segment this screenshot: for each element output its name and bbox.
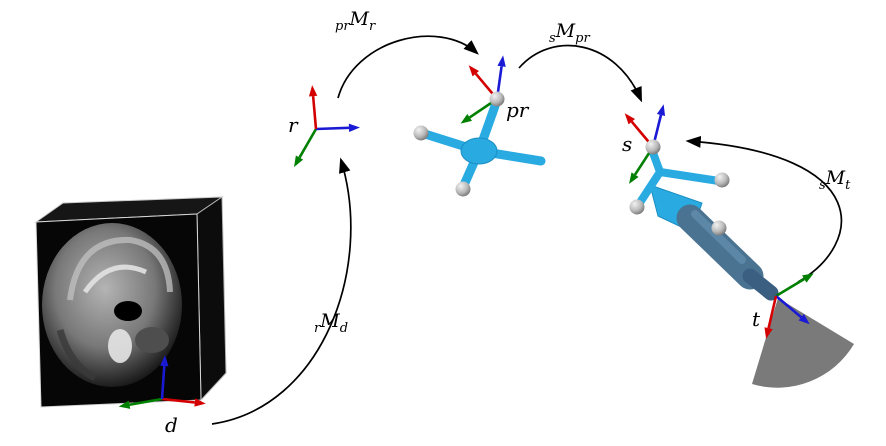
frame-label-r: r (288, 113, 298, 137)
transform-arrow-sMpr (518, 44, 642, 103)
marker-sphere (629, 199, 645, 215)
ultrasound-probe (649, 184, 779, 301)
frame-label-t: t (752, 307, 761, 331)
frame-label-pr: pr (506, 98, 529, 122)
transform-label-sMt: sMt (819, 167, 851, 193)
marker-sphere (413, 125, 429, 141)
transform-arrow-prMr (337, 35, 479, 99)
marker-sphere (455, 181, 471, 197)
mri-volume (34, 196, 227, 408)
probe-body (676, 204, 764, 290)
coordinate-frame-pr (456, 53, 509, 129)
transform-label-prMr: prMr (335, 8, 376, 34)
transform-label-sMpr: sMpr (549, 20, 590, 46)
coordinate-frame-r (289, 83, 362, 171)
marker-pr-hub (460, 137, 498, 165)
frame-label-s: s (622, 132, 633, 156)
marker-sphere (714, 172, 730, 188)
r-red-axis-arrow (306, 83, 322, 131)
frame-label-d: d (165, 413, 178, 437)
probe-highlight (691, 210, 746, 264)
marker-sphere (489, 91, 505, 107)
marker-sphere (645, 139, 661, 155)
brain-slice (42, 223, 182, 387)
transform-arrow-rMd (211, 157, 352, 425)
transform-label-rMd: rMd (314, 310, 349, 336)
t-green-axis-arrow (772, 268, 818, 301)
transform-arrows (211, 35, 842, 425)
coordinate-frame-s (620, 101, 670, 188)
ultrasound-fan (752, 298, 854, 388)
r-blue-axis-arrow (314, 121, 362, 135)
tracked-marker-pr (413, 101, 546, 197)
mri-cube-right-face (196, 196, 227, 402)
probe-nose (742, 268, 779, 301)
marker-sphere (711, 220, 727, 236)
transform-arrow-sMt (685, 135, 842, 283)
